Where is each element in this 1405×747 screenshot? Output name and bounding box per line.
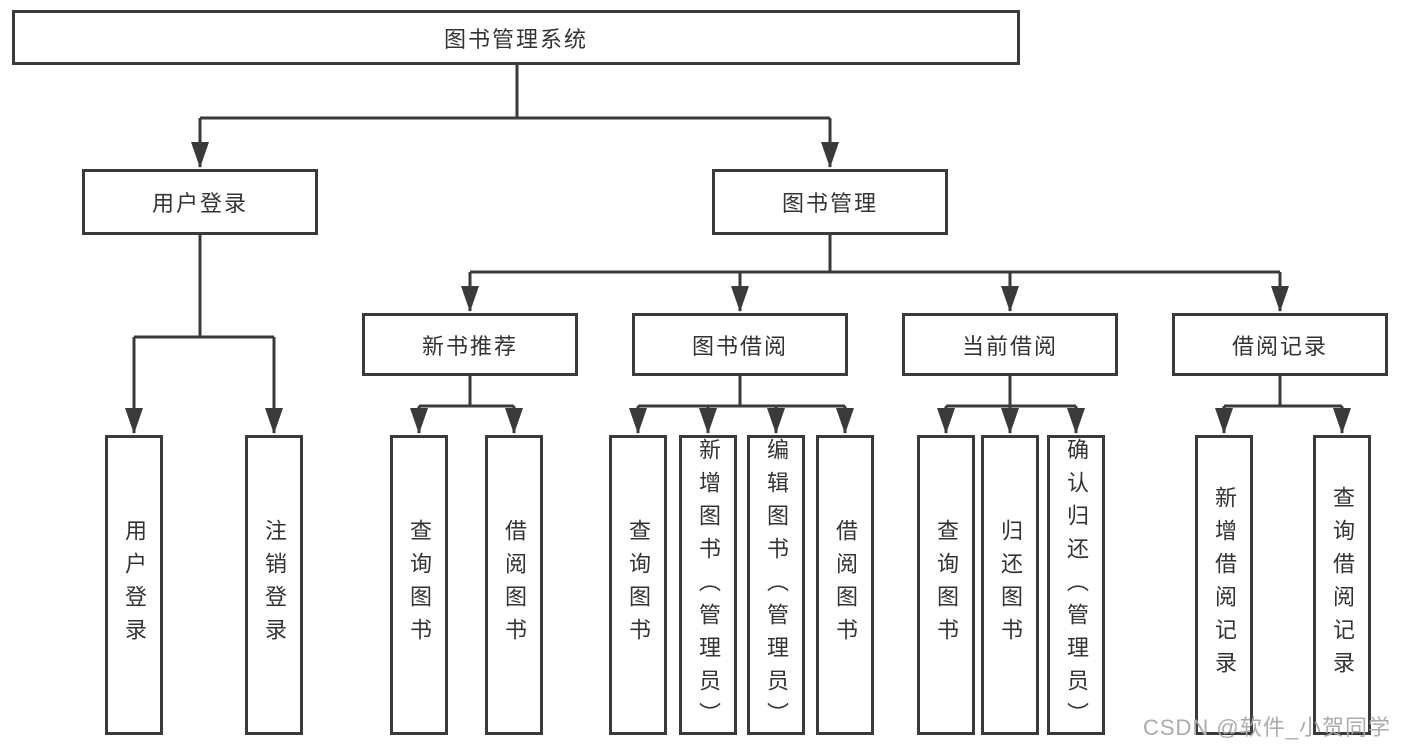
connectors-user-login <box>125 235 283 434</box>
connectors-borrow-records <box>1215 376 1351 434</box>
leaf-borrow-add-books-admin: 新增图书（管理员） <box>679 435 737 735</box>
leaf-borrow-borrow-books: 借阅图书 <box>816 435 874 735</box>
node-user-login: 用户登录 <box>82 169 318 235</box>
leaf-logout-login: 注销登录 <box>245 435 303 735</box>
connectors-root <box>191 65 839 168</box>
leaf-borrow-query-books: 查询图书 <box>609 435 667 735</box>
leaf-records-query-borrow-record: 查询借阅记录 <box>1313 435 1371 735</box>
leaf-user-login: 用户登录 <box>105 435 163 735</box>
csdn-watermark: CSDN @软件_小贺同学 <box>1142 715 1391 740</box>
leaf-current-query-books: 查询图书 <box>917 435 975 735</box>
node-library-management-system: 图书管理系统 <box>12 10 1020 65</box>
node-borrow-records: 借阅记录 <box>1172 313 1388 376</box>
leaf-recommend-query-books: 查询图书 <box>390 435 448 735</box>
connectors-new-book-recommend <box>410 376 523 434</box>
leaf-borrow-edit-books-admin: 编辑图书（管理员） <box>747 435 805 735</box>
connectors-current-borrow <box>937 376 1085 434</box>
leaf-current-return-books: 归还图书 <box>981 435 1039 735</box>
node-current-borrow: 当前借阅 <box>902 313 1118 376</box>
connectors-book-borrow <box>629 376 854 434</box>
connectors-book-management <box>461 235 1289 312</box>
leaf-records-add-borrow-record: 新增借阅记录 <box>1195 435 1253 735</box>
node-new-book-recommend: 新书推荐 <box>362 313 578 376</box>
node-book-management: 图书管理 <box>712 169 948 235</box>
node-book-borrow: 图书借阅 <box>632 313 848 376</box>
leaf-recommend-borrow-books: 借阅图书 <box>485 435 543 735</box>
leaf-current-confirm-return-admin: 确认归还（管理员） <box>1047 435 1105 735</box>
